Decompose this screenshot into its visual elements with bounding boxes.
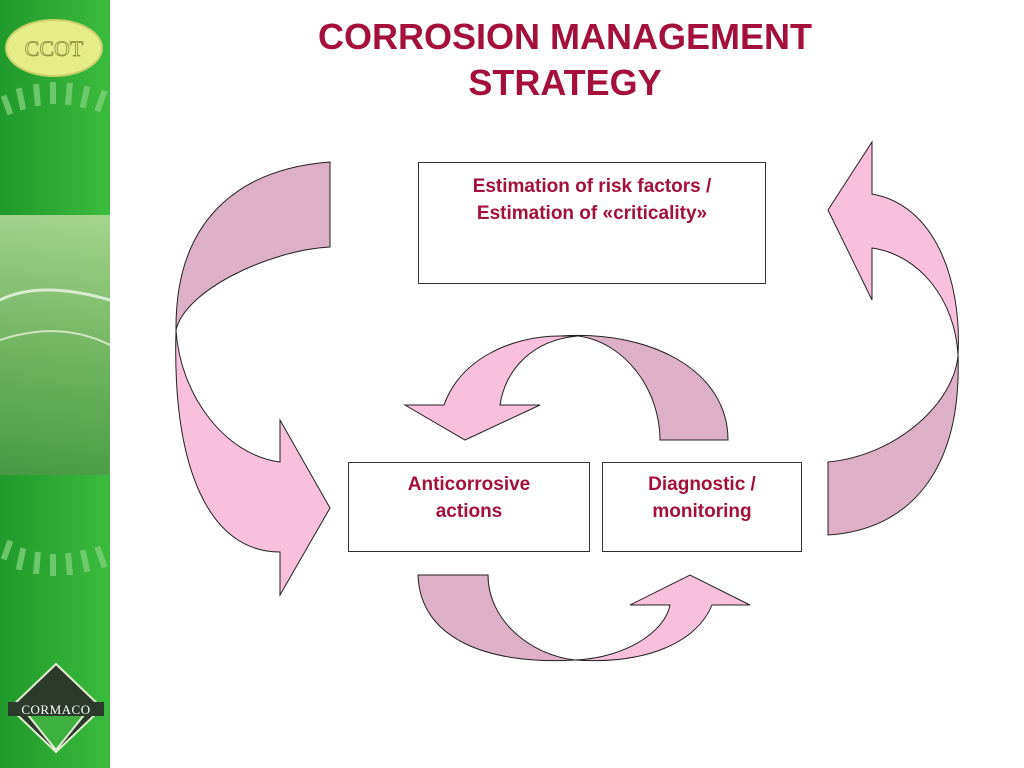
left-cycle-arrow-front (175, 329, 331, 597)
diagnostic-box-line-1: Diagnostic / (648, 474, 756, 495)
cormaco-logo: CORMACO (8, 662, 104, 754)
risk-estimation-box: Estimation of risk factors / Estimation … (418, 162, 766, 284)
right-cycle-arrow-front (827, 140, 959, 356)
cormaco-logo-text: CORMACO (21, 702, 90, 717)
anticorrosive-box-line-2: actions (435, 501, 503, 522)
risk-box-line-1: Estimation of risk factors / (472, 176, 712, 197)
upper-loop-arrow-back (559, 334, 729, 441)
left-cycle-arrow-back (175, 161, 331, 331)
ccot-logo-text: CCOT (25, 36, 84, 61)
anticorrosive-actions-box: Anticorrosive actions (348, 462, 590, 552)
anticorrosive-box-line-1: Anticorrosive (407, 474, 531, 495)
diagnostic-monitoring-box: Diagnostic / monitoring (602, 462, 802, 552)
title-line-1: CORROSION MANAGEMENT (318, 16, 812, 57)
sidebar-background (0, 0, 110, 768)
upper-loop-arrow-front (403, 335, 579, 441)
diagnostic-box-line-2: monitoring (652, 501, 752, 522)
lower-loop-arrow-front (574, 574, 751, 662)
lower-loop-arrow-back (417, 574, 576, 662)
right-cycle-arrow-back (827, 354, 959, 536)
ccot-logo: CCOT (5, 19, 103, 77)
title-line-2: STRATEGY (468, 62, 662, 103)
risk-box-line-2: Estimation of «criticality» (476, 203, 708, 224)
slide-title: CORROSION MANAGEMENT STRATEGY (200, 14, 930, 106)
